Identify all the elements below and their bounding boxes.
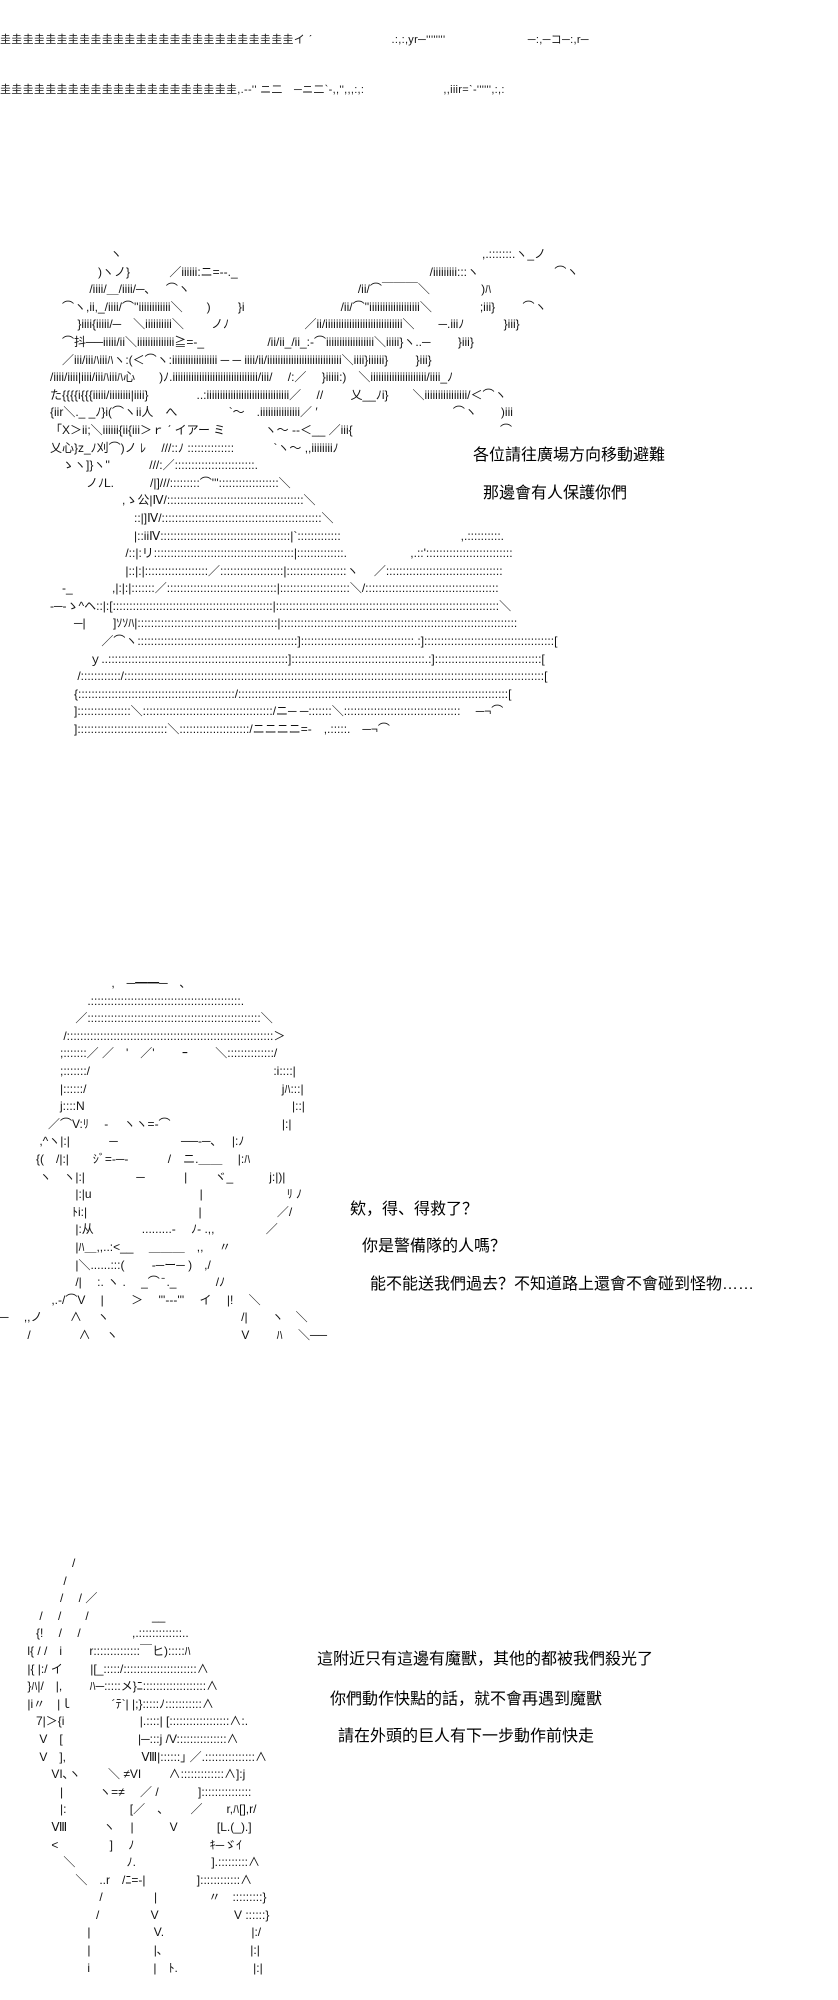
- dialogue-line: 你是警備隊的人嗎？: [362, 1238, 507, 1255]
- art-line: ─| ]ｿｿﾊ|::::::::::::::::::::::::::::::::…: [50, 616, 518, 631]
- art-line: -_ ,|:|:|:::::::／:::::::::::::::::::::::…: [50, 581, 499, 596]
- art-line: |{ |:/ イ |[_:::::/::::::::::::::::::::::…: [0, 1661, 209, 1676]
- art-line: ,.‐/⌒V | ＞ '''‐‐‐''' イ |! ＼: [0, 1292, 261, 1307]
- art-line: /:::::::::::::::::::::::::::::::::::::::…: [0, 1028, 286, 1043]
- art-line: ／:::::::::::::::::::::::::::::::::::::::…: [0, 1011, 273, 1026]
- art-line: ｙ..:::::::::::::::::::::::::::::::::::::…: [50, 651, 545, 666]
- art-line: VI､ヽ ＼ ≠VI ∧:::::::::::::∧]:j: [0, 1767, 246, 1782]
- art-line: | |､ |:|: [0, 1943, 260, 1958]
- art-line: /iiii/iiii|iiii/iiiﾊiiiﾊ心 )ﾉ.iiiiiiiiiii…: [50, 370, 454, 385]
- art-line: 圭圭圭圭圭圭圭圭圭圭圭圭圭圭圭圭圭圭圭圭圭,.-‐'' ニ二 ─ニ二`-,,''…: [0, 83, 505, 96]
- art-line: |::|:|:::::::::::::::::::／::::::::::::::…: [50, 563, 503, 578]
- art-line: V ], Ⅷ|::::::｣ ／.:::::::::::::::∧: [0, 1749, 267, 1764]
- art-line: {iir＼._ _ﾉ}i(⌒ヽii人 へ `～ .iiiiiiiiiiiiiii…: [50, 405, 513, 420]
- art-line: {( /|:| ｼﾞ=‐─‐ / ニ.＿＿ |:ﾊ: [0, 1151, 251, 1166]
- art-line: .:::::::::::::::::::::::::::::::::::::::…: [0, 993, 245, 1008]
- art-line: /iiii/＿/iiii/─､ ⌒ヽ /ii/⌒￣￣￣＼ )ﾊ: [50, 282, 492, 297]
- art-line: ─ ,,ノ ∧ ヽ /| ヽ ＼: [0, 1310, 308, 1325]
- art-line: -─-ゝ^ヘ::|:[:::::::::::::::::::::::::::::…: [50, 598, 512, 613]
- art-line: V [ |─:::j /V:::::::::::::::∧: [0, 1731, 239, 1746]
- art-line: / | 〃 :::::::::}: [0, 1890, 267, 1905]
- art-line: / / / __: [0, 1608, 166, 1623]
- dialogue-line: 請在外頭的巨人有下一步動作前快走: [338, 1728, 595, 1745]
- art-line: 7|＞{i |.::::| [::::::::::::::::::∧:.: [0, 1714, 249, 1729]
- art-line: ＼ ..r /ﾆ=‐| ]::::::::::::∧: [0, 1872, 253, 1887]
- art-line: ]:::::::::::::::::::::::::::＼:::::::::::…: [50, 722, 390, 737]
- art-line: /| :. ヽ . _⌒ ̄ ._ /ﾉ: [0, 1275, 226, 1290]
- art-line: ]::::::::::::::::＼::::::::::::::::::::::…: [50, 704, 504, 719]
- art-line: i | ﾄ. |:|: [0, 1960, 263, 1975]
- top-strip-art: 圭圭圭圭圭圭圭圭圭圭圭圭圭圭圭圭圭圭圭圭圭圭圭圭圭圭イ ˊ .:,:,yr─''…: [0, 0, 589, 115]
- art-line: |:从 .........‐ ﾉ‐ .,, ／: [0, 1222, 278, 1237]
- art-line: | ヽ=≠ ／ / ]:::::::::::::::: [0, 1784, 252, 1799]
- art-line: ／⌒V:ﾘ ‐ ヽヽ=‐⌒ |:|: [0, 1116, 292, 1131]
- monster-ascii-art: ヽ ,.:::::::.ヽ_ノ )ヽノ} ／iiiiii:ニ=‐-._ /iii…: [50, 246, 578, 739]
- art-line: j::::N |::|: [0, 1099, 305, 1114]
- art-line: ﾄi:| | ／/: [0, 1204, 293, 1219]
- art-line: |＼......:::( ‐─ー─ ) ,/: [0, 1257, 211, 1272]
- art-line: {:::::::::::::::::::::::::::::::::::::::…: [50, 686, 512, 701]
- dialogue-line: 欸，得、得救了？: [350, 1201, 479, 1218]
- art-line: | V. |:/: [0, 1925, 262, 1940]
- art-line: ／⌒ヽ:::::::::::::::::::::::::::::::::::::…: [50, 634, 558, 649]
- dialogue-line: 那邊會有人保護你們: [483, 485, 628, 502]
- art-line: |::::::/ jﾊ:::|: [0, 1081, 304, 1096]
- art-line: ,^ヽ|:| ─ ──‐─､ |:ﾉ: [0, 1134, 245, 1149]
- dialogue-line: 各位請往廣場方向移動避難: [473, 447, 666, 464]
- art-line: ＼ ﾉ. ].:::::::::∧: [0, 1855, 261, 1870]
- art-line: ゝヽ]}ヽ'' ///:／::::::::::::::::::::::::.: [50, 458, 258, 473]
- art-line: /::::::::::::/::::::::::::::::::::::::::…: [50, 669, 548, 684]
- art-line: |i〃 |ｌ ´ﾃ`| |;}:::::ﾉ:::::::::::∧: [0, 1696, 214, 1711]
- art-line: /::|:リ::::::::::::::::::::::::::::::::::…: [50, 546, 513, 561]
- art-line: }ﾊ|/ |, ﾊ─:::::メ}ﾆ:::::::::::::::::::∧: [0, 1679, 219, 1694]
- art-line: /: [0, 1573, 67, 1588]
- dialogue-line: 你們動作快點的話，就不會再遇到魔獸: [330, 1691, 603, 1708]
- art-line: {! / / ,.:::::::::::::..: [0, 1626, 189, 1641]
- art-line: / / ／: [0, 1591, 98, 1606]
- face-ascii-art: , ─━━─ ､ .::::::::::::::::::::::::::::::…: [0, 975, 327, 1344]
- art-line: ;:::::::/ :i::::|: [0, 1063, 296, 1078]
- art-line: }iiii{iiiii/─ ＼iiiiiiiiii＼ ノﾉ ／ii/iiiiii…: [50, 317, 520, 332]
- art-line: l{ / / i r::::::::::::::￣ヒ):::::ﾊ: [0, 1643, 191, 1658]
- art-line: ,ゝ公|Ⅳ/::::::::::::::::::::::::::::::::::…: [50, 493, 316, 508]
- art-line: / V V ::::::}: [0, 1907, 270, 1922]
- art-line: ⌒ヽ,ii,_/iiii/⌒''iiiiiiiiiiii＼ ) }i /ii/⌒…: [50, 299, 547, 314]
- art-line: Ⅷ ヽ | V [L.(_).]: [0, 1819, 252, 1834]
- art-line: |ﾊ＿,,..:<__ ＿＿＿ ,, 〃: [0, 1239, 231, 1254]
- art-line: |:|u | ﾘ ﾉ: [0, 1187, 303, 1202]
- art-line: < ] ﾉ ｷ─ゞｲ: [0, 1837, 243, 1852]
- art-line: |: [／ 、 ／ r,ﾊ[],r/: [0, 1802, 257, 1817]
- art-line: 圭圭圭圭圭圭圭圭圭圭圭圭圭圭圭圭圭圭圭圭圭圭圭圭圭圭イ ˊ .:,:,yr─''…: [0, 34, 589, 46]
- art-line: , ─━━─ ､: [0, 976, 186, 990]
- art-line: ::|]Ⅳ/::::::::::::::::::::::::::::::::::…: [50, 510, 334, 525]
- art-line: ⌒抖──iiiii/ii＼iiiiiiiiiiiiii≧=‐_ /ii/ii_/…: [50, 334, 474, 349]
- dialogue-line: 這附近只有這邊有魔獸，其他的都被我們殺光了: [317, 1651, 654, 1668]
- art-line: 乂心}z_ﾉ刈⌒)ノ ﾚ ///::ﾉ :::::::::::::: `ヽ～ ,…: [50, 440, 339, 455]
- soldier-ascii-art: / / / / ／ / / / __ {! / / ,.::::::::::::…: [0, 1555, 269, 1977]
- art-line: ヽ ヽ|:| ─ | ヾ_ j:|)|: [0, 1169, 286, 1184]
- art-line: / ∧ ヽ V ﾊ ＼──: [0, 1327, 328, 1342]
- art-line: た{{{{i{{{iiiii/iiiiiiii|iiii} ..:iiiiiii…: [50, 387, 507, 402]
- art-line: /: [0, 1556, 76, 1570]
- art-line: |::iiⅣ::::::::::::::::::::::::::::::::::…: [50, 528, 505, 543]
- dialogue-line: 能不能送我們過去？不知道路上還會不會碰到怪物……: [370, 1276, 755, 1293]
- art-line: ヽ ,.:::::::.ヽ_ノ: [50, 247, 547, 261]
- art-line: 「X＞ii;＼iiiiii{ii{iii＞ｒ ˊ イアー ミ ヽ～ -‐＜__ …: [50, 422, 512, 437]
- art-line: ;:::::::／ ／ ' ／' ｰ ＼::::::::::::::/: [0, 1046, 278, 1061]
- art-line: ノﾉL. /|]///:::::::::⌒'''::::::::::::::::…: [50, 475, 291, 490]
- art-line: )ヽノ} ／iiiiii:ニ=‐-._ /iiiiiiiii:::ヽ ⌒ヽ: [50, 264, 579, 279]
- art-line: ／iii/iiiﾊiiiﾊヽ:(＜⌒ヽ:iiiiiiiiiiiiiiiii ─ …: [50, 352, 432, 367]
